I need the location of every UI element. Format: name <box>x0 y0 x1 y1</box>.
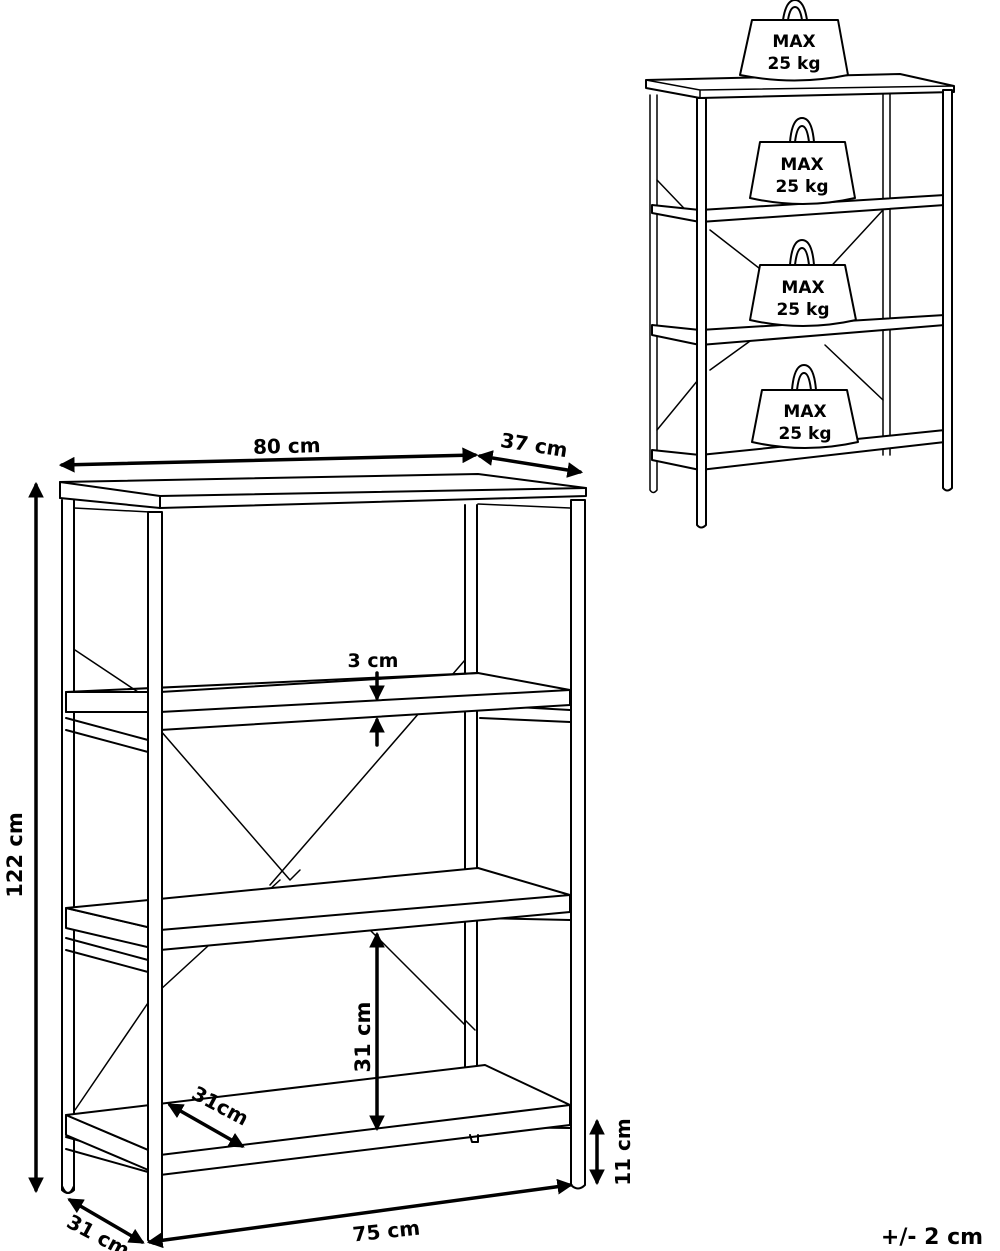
large-shelf-drawing <box>59 473 587 1245</box>
svg-text:25 kg: 25 kg <box>778 424 831 444</box>
foot-height-label: 11 cm <box>611 1118 635 1186</box>
depth-top-dimension-line <box>476 450 584 478</box>
front-left-post <box>147 511 163 1245</box>
front-right-post <box>570 499 586 1190</box>
svg-text:25 kg: 25 kg <box>767 54 820 74</box>
bottom-depth-dimension-line <box>67 1198 145 1244</box>
svg-text:MAX: MAX <box>772 32 815 52</box>
side-rail-left <box>65 717 149 1173</box>
depth-top-label: 37 cm <box>499 428 569 462</box>
svg-text:MAX: MAX <box>780 155 823 175</box>
weight-handle-icon <box>791 364 817 391</box>
weight-handle-icon <box>789 239 815 266</box>
load-badge-3: MAX 25 kg <box>749 239 857 327</box>
weight-handle-icon <box>782 0 808 21</box>
weight-icon <box>749 141 856 205</box>
svg-text:MAX: MAX <box>781 278 824 298</box>
height-label: 122 cm <box>3 812 27 897</box>
back-left-post <box>61 499 75 1194</box>
shelf-2 <box>65 691 161 713</box>
shelf-thickness-label: 3 cm <box>348 650 399 672</box>
width-dimension-line <box>58 447 479 473</box>
tolerance-label: +/- 2 cm <box>881 1225 983 1250</box>
svg-text:MAX: MAX <box>783 402 826 422</box>
bottom-width-dimension-line <box>146 1178 574 1249</box>
inner-depth-dimension-line <box>167 1103 245 1148</box>
back-right-post <box>464 504 478 1136</box>
load-badge-2: MAX 25 kg <box>749 117 856 205</box>
small-shelf-drawing <box>645 73 955 529</box>
weight-icon <box>739 19 849 82</box>
cross-brace-upper <box>74 649 466 886</box>
weight-icon <box>751 389 859 449</box>
bottom-width-label: 75 cm <box>351 1216 421 1247</box>
svg-text:25 kg: 25 kg <box>776 300 829 320</box>
top-board <box>59 473 587 509</box>
weight-icon <box>749 264 857 327</box>
width-label: 80 cm <box>253 433 321 459</box>
load-badge-1: MAX 25 kg <box>739 0 849 82</box>
svg-text:25 kg: 25 kg <box>775 177 828 197</box>
shelf-spacing-label: 31 cm <box>351 1002 375 1073</box>
dimension-lines <box>28 447 605 1249</box>
load-badge-4: MAX 25 kg <box>751 364 859 449</box>
weight-handle-icon <box>789 117 815 143</box>
